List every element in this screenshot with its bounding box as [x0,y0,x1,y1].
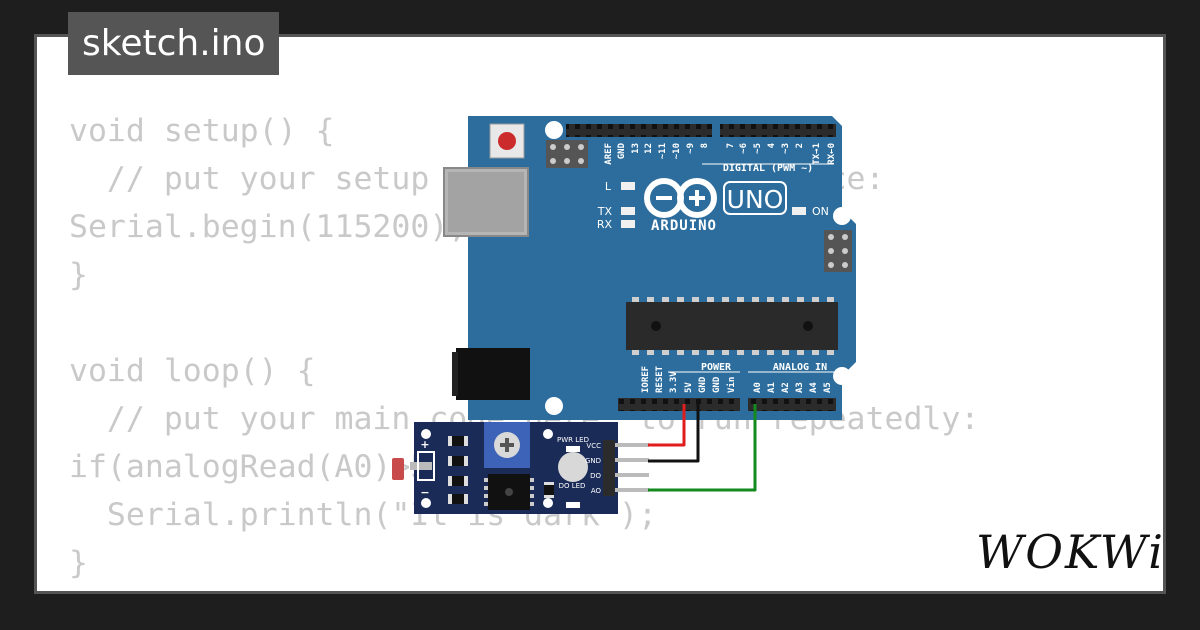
power-pin-label: GND [712,376,722,393]
resistors [448,436,554,504]
code-line[interactable]: Serial.begin(115200); [69,209,468,245]
analog-pin-label: A5 [823,382,833,393]
digital-header-left[interactable] [566,124,712,137]
atmega-chip [626,297,838,355]
mounting-hole [543,429,553,439]
arduino-logo-icon: ARDUINO [644,178,717,234]
digital-header-right[interactable] [720,124,836,137]
digital-pin-label: ~5 [753,143,763,154]
svg-text:−: − [420,486,429,499]
svg-text:RX: RX [597,218,613,231]
digital-pin-label: ~9 [686,143,696,154]
do-led-label: DO LED [559,482,586,490]
digital-pin-label: 2 [795,143,805,148]
reset-button[interactable] [489,123,525,159]
icsp-header-right [824,230,852,272]
analog-pin-label: A3 [795,382,805,393]
wire-gnd[interactable] [648,404,700,463]
digital-pin-label: ~3 [781,143,791,154]
mounting-hole [421,429,431,439]
icsp-header [546,140,588,168]
wire-ao[interactable] [648,404,757,492]
digital-pin-label: ~6 [739,143,749,154]
wokwi-logo: WOKWi [976,525,1165,579]
code-line[interactable]: } [69,257,88,293]
digital-pin-label: 8 [700,143,710,148]
power-pin-label: Vin [726,377,737,393]
svg-text:GND: GND [585,457,601,465]
mounting-hole [545,397,563,415]
svg-text:UNO: UNO [727,185,784,214]
analog-header-label: ANALOG IN [773,362,827,373]
ldr-sensor-module[interactable]: + − PWR LED [392,422,649,514]
photoresistor [392,451,435,481]
digital-pin-label: 7 [726,143,736,148]
analog-pin-label: A1 [767,382,777,393]
mounting-hole [833,367,851,385]
svg-text:ON: ON [812,205,829,218]
digital-pin-label: ~11 [658,143,668,159]
analog-pin-label: A4 [809,382,819,393]
power-pin-label: IOREF [641,366,651,393]
mounting-hole [833,207,851,225]
power-jack [452,348,530,400]
potentiometer-knob[interactable] [484,422,530,468]
mounting-hole [545,121,563,139]
pwr-led-label: PWR LED [557,436,589,444]
analog-pin-labels: A0 A1 A2 A3 A4 A5 [753,382,833,393]
digital-pin-label: 12 [644,143,654,154]
power-pin-label: 3.3V [669,371,679,393]
status-leds: L TX RX ON [597,180,829,231]
sensor-led-dome [558,452,588,482]
code-line[interactable]: void setup() { [69,113,335,149]
digital-pin-label: AREF [604,143,614,165]
uno-badge: UNO [723,181,787,215]
svg-text:TX: TX [597,205,613,218]
svg-text:AO: AO [591,487,602,495]
mounting-hole [543,498,553,508]
sensor-header[interactable] [603,440,649,496]
digital-pin-label: GND [617,142,627,159]
svg-text:DO: DO [590,472,601,480]
digital-pin-label: 4 [767,142,777,148]
power-pin-label: 5V [684,382,694,393]
wire-vcc[interactable] [648,404,686,447]
power-pin-label: GND [698,376,708,393]
code-line[interactable]: } [69,545,88,581]
power-pin-label: RESET [655,365,665,393]
power-header-label: POWER [701,362,732,373]
digital-pin-label: 13 [631,143,641,154]
svg-text:ARDUINO: ARDUINO [651,218,717,234]
code-line[interactable]: void loop() { [69,353,316,389]
digital-pin-label: RX←0 [827,143,837,165]
analog-header[interactable] [748,398,836,411]
analog-pin-label: A0 [753,382,763,393]
digital-pin-label: ~10 [672,143,682,159]
analog-pin-label: A2 [781,382,791,393]
svg-text:+: + [420,438,429,451]
power-pin-labels: IOREF RESET 3.3V 5V GND GND Vin [641,365,737,393]
power-header[interactable] [618,398,740,411]
svg-text:VCC: VCC [586,442,601,450]
svg-text:L: L [605,180,612,193]
mounting-hole [421,498,431,508]
file-tab-sketch[interactable]: sketch.ino [68,12,280,75]
usb-port [443,167,529,237]
digital-header-label: DIGITAL (PWM ~) [723,163,813,174]
digital-pin-label: TX→1 [812,143,822,165]
comparator-chip [484,474,534,510]
